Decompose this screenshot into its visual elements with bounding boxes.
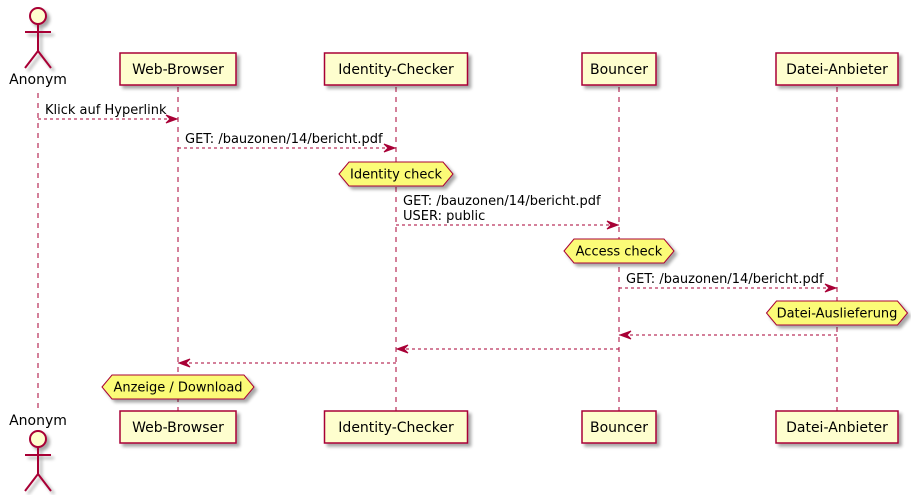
arrowhead [618, 330, 632, 340]
actor-label: Anonym [9, 72, 67, 88]
participant-anbieter-bottom: Datei-Anbieter [775, 410, 899, 444]
participant-box [119, 410, 237, 444]
message-5 [618, 330, 837, 340]
arrowhead [395, 344, 409, 354]
participant-label: Datei-Anbieter [786, 62, 888, 78]
note-hexagon [563, 238, 675, 264]
participant-idcheck-top: Identity-Checker [323, 52, 469, 86]
arrowhead [383, 143, 397, 153]
participant-box [119, 52, 237, 86]
participant-box [775, 52, 899, 86]
note-hexagon [765, 300, 909, 326]
note-browser: Anzeige / Download [101, 374, 255, 400]
message-label: GET: /bauzonen/14/bericht.pdf [185, 132, 383, 147]
message-label: GET: /bauzonen/14/bericht.pdf [403, 194, 601, 209]
arrowhead [177, 358, 191, 368]
actor-leg-right [37, 473, 52, 492]
participant-label: Identity-Checker [338, 62, 454, 78]
participant-bouncer-top: Bouncer [581, 52, 657, 86]
actor-leg-left [24, 473, 39, 492]
note-label: Identity check [350, 168, 442, 183]
participant-label: Identity-Checker [338, 420, 454, 436]
note-label: Access check [576, 245, 663, 260]
note-hexagon [101, 374, 255, 400]
participant-label: Bouncer [590, 420, 648, 436]
stick-figure-icon [24, 430, 52, 492]
participant-browser-bottom: Web-Browser [119, 410, 237, 444]
note-idcheck: Identity check [338, 161, 454, 187]
participant-box [581, 410, 657, 444]
participant-label: Bouncer [590, 62, 648, 78]
actor-head [29, 430, 47, 448]
participant-box [581, 52, 657, 86]
participant-idcheck-bottom: Identity-Checker [323, 410, 469, 444]
participant-browser-top: Web-Browser [119, 52, 237, 86]
message-7 [177, 358, 396, 368]
arrowhead [606, 220, 620, 230]
participant-label: Datei-Anbieter [786, 420, 888, 436]
message-label: USER: public [403, 209, 485, 224]
message-label: GET: /bauzonen/14/bericht.pdf [626, 272, 824, 287]
message-label: Klick auf Hyperlink [45, 103, 167, 118]
message-2: GET: /bauzonen/14/bericht.pdf [178, 132, 397, 153]
participant-box [775, 410, 899, 444]
note-bouncer: Access check [563, 238, 675, 264]
message-4: GET: /bauzonen/14/bericht.pdf [619, 272, 838, 293]
note-label: Datei-Auslieferung [777, 307, 898, 322]
arrowhead [165, 114, 179, 124]
participant-anbieter-top: Datei-Anbieter [775, 52, 899, 86]
message-1: Klick auf Hyperlink [38, 103, 179, 124]
participant-label: Web-Browser [132, 62, 224, 78]
arrowhead [824, 283, 838, 293]
note-hexagon [338, 161, 454, 187]
participant-bouncer-bottom: Bouncer [581, 410, 657, 444]
actor-anonym-bottom [24, 430, 52, 492]
participant-box [323, 410, 469, 444]
participant-label: Web-Browser [132, 420, 224, 436]
actor-head [29, 7, 47, 25]
participant-box [323, 52, 469, 86]
actor-leg-right [37, 50, 52, 69]
note-label: Anzeige / Download [113, 381, 242, 396]
actor-anonym-top [24, 7, 52, 69]
actor-label: Anonym [9, 413, 67, 429]
note-anbieter: Datei-Auslieferung [765, 300, 909, 326]
stick-figure-icon [24, 7, 52, 69]
message-6 [395, 344, 619, 354]
actor-leg-left [24, 50, 39, 69]
